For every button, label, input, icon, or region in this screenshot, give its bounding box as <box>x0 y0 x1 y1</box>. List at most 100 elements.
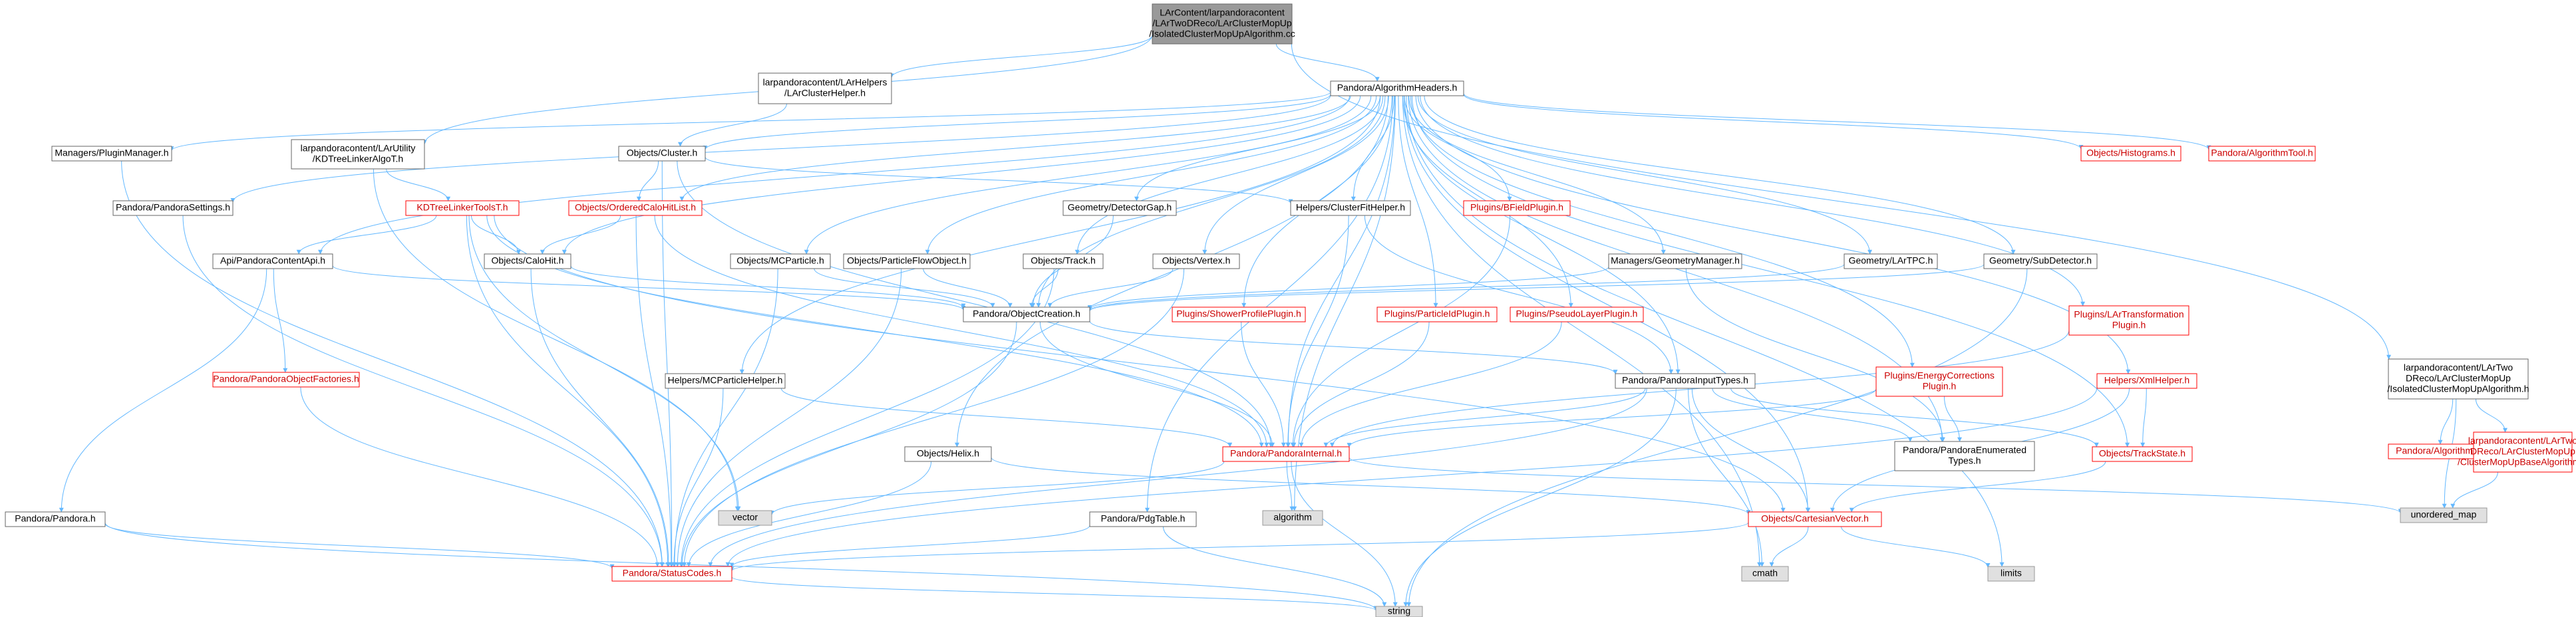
edge-status_codes-to-string <box>731 576 1378 611</box>
edge-algorithm_headers-to-mc_particle <box>804 95 1372 255</box>
node-pandora-input-types[interactable]: Pandora/PandoraInputTypes.h <box>1615 373 1756 389</box>
node-ordered-calo-hit-list[interactable]: Objects/OrderedCaloHitList.h <box>568 200 703 216</box>
node-box <box>568 200 703 216</box>
node-objects-vertex[interactable]: Objects/Vertex.h <box>1152 253 1240 269</box>
edge-pandora_input_types-to-string <box>1403 388 1677 607</box>
node-kdtree-linker-algo[interactable]: larpandoracontent/LArUtility/KDTreeLinke… <box>291 139 425 170</box>
node-algorithm-headers[interactable]: Pandora/AlgorithmHeaders.h <box>1330 80 1464 96</box>
node-pandora-content-api[interactable]: Api/PandoraContentApi.h <box>212 253 333 269</box>
node-root: LArContent/larpandoracontent/LArTwoDReco… <box>1149 3 1295 45</box>
edge-algorithm_headers-to-algorithm_tool <box>1463 93 2211 150</box>
node-box <box>1615 373 1756 389</box>
edge-algorithm_headers-to-xml_helper <box>1415 95 2131 374</box>
node-pandora-algorithm[interactable]: Pandora/Algorithm.h <box>2388 443 2489 459</box>
node-shower-profile-plugin[interactable]: Plugins/ShowerProfilePlugin.h <box>1172 307 1306 322</box>
edge-mc_particle_helper-to-status_codes <box>671 388 724 567</box>
edge-objects_track-to-pandora_object_creation <box>1029 268 1058 308</box>
node-lar-cluster-helper[interactable]: larpandoracontent/LArHelpers/LArClusterH… <box>758 72 892 104</box>
node-pseudo-layer-plugin[interactable]: Plugins/PseudoLayerPlugin.h <box>1510 307 1644 322</box>
edge-pandora_internal-to-unordered_map <box>1349 457 2403 514</box>
edge-cluster_fit_helper-to-pandora_internal <box>1285 215 1349 447</box>
node-status-codes[interactable]: Pandora/StatusCodes.h <box>611 566 732 582</box>
node-label: Helpers/MCParticleHelper.h <box>668 375 783 386</box>
edge-pseudo_layer_plugin-to-pandora_internal <box>1299 321 1562 447</box>
node-label: limits <box>2001 568 2022 578</box>
edge-ordered_calo_hit_list-to-pandora_internal <box>654 215 1269 447</box>
node-box <box>758 72 892 104</box>
node-label: Pandora/ObjectCreation.h <box>973 308 1080 319</box>
edge-kdtree_linker_tools-to-pandora_internal <box>486 215 1264 447</box>
node-label: Objects/ParticleFlowObject.h <box>847 255 967 266</box>
node-objects-track[interactable]: Objects/Track.h <box>1023 253 1104 269</box>
node-geometry-manager[interactable]: Managers/GeometryManager.h <box>1608 253 1742 269</box>
edge-algorithm_headers-to-particle_id_plugin <box>1398 95 1438 308</box>
node-box <box>2208 146 2316 162</box>
node-particle-flow-object[interactable]: Objects/ParticleFlowObject.h <box>843 253 971 269</box>
node-objects-histograms[interactable]: Objects/Histograms.h <box>2080 146 2181 162</box>
node-pandora-settings[interactable]: Pandora/PandoraSettings.h <box>112 200 234 216</box>
edge-algorithm_headers-to-sub_detector <box>1424 95 2016 255</box>
edge-sub_detector-to-string <box>1406 268 2028 607</box>
node-objects-helix[interactable]: Objects/Helix.h <box>904 446 992 462</box>
node-mc-particle-helper[interactable]: Helpers/MCParticleHelper.h <box>665 373 786 389</box>
node-label: cmath <box>1752 568 1778 578</box>
node-kdtree-linker-tools[interactable]: KDTreeLinkerToolsT.h <box>405 200 520 216</box>
edge-algorithm_headers-to-pdg_table <box>1144 95 1394 513</box>
edge-objects_calo_hit-to-status_codes <box>530 268 671 567</box>
node-box <box>1741 566 1789 582</box>
edge-particle_id_plugin-to-pandora_internal <box>1291 321 1430 447</box>
node-box <box>1152 3 1293 45</box>
node-box <box>1463 200 1571 216</box>
node-pandora-object-factories[interactable]: Pandora/PandoraObjectFactories.h <box>212 372 360 388</box>
node-pdg-table[interactable]: Pandora/PdgTable.h <box>1089 511 1197 527</box>
node-label: Objects/Vertex.h <box>1162 255 1231 266</box>
node-box <box>1983 253 2098 269</box>
edge-algorithm_headers-to-particle_flow_object <box>925 95 1377 255</box>
node-particle-id-plugin[interactable]: Plugins/ParticleIdPlugin.h <box>1376 307 1498 322</box>
node-box <box>405 200 520 216</box>
edge-mc_particle_helper-to-pandora_internal <box>780 388 1233 447</box>
edge-objects_vertex-to-pandora_object_creation <box>1047 268 1174 308</box>
node-label: Pandora/AlgorithmHeaders.h <box>1337 82 1458 93</box>
node-detector-gap[interactable]: Geometry/DetectorGap.h <box>1062 200 1177 216</box>
edge-pandora_object_factories-to-status_codes <box>300 386 660 567</box>
edge-pdg_table-to-string <box>1162 526 1387 607</box>
node-xml-helper[interactable]: Helpers/XmlHelper.h <box>2096 373 2197 389</box>
edge-kdtree_linker_algo-to-kdtree_linker_tools <box>386 168 451 201</box>
edge-algorithm_headers-to-energy_corrections_plugin <box>1410 95 1915 368</box>
node-label: Objects/CartesianVector.h <box>1761 513 1869 524</box>
node-label: /LArTwoDReco/LArClusterMopUp <box>1152 18 1292 29</box>
node-mc-particle[interactable]: Objects/MCParticle.h <box>730 253 831 269</box>
node-cluster-mopup-base[interactable]: larpandoracontent/LArTwoDReco/LArCluster… <box>2458 432 2576 473</box>
node-box <box>618 146 706 162</box>
node-objects-cluster[interactable]: Objects/Cluster.h <box>618 146 706 162</box>
node-cartesian-vector[interactable]: Objects/CartesianVector.h <box>1748 511 1882 527</box>
edge-geometry_manager-to-pandora_enumerated_types <box>1685 268 1945 442</box>
node-algorithm-tool[interactable]: Pandora/AlgorithmTool.h <box>2208 146 2316 162</box>
node-plugin-manager[interactable]: Managers/PluginManager.h <box>51 146 172 162</box>
node-lar-tpc[interactable]: Geometry/LArTPC.h <box>1844 253 1938 269</box>
node-box <box>112 200 234 216</box>
node-objects-track-state[interactable]: Objects/TrackState.h <box>2092 446 2193 462</box>
edge-pandora_content_api-to-pandora_object_creation <box>332 265 966 310</box>
edge-pandora_pandora-to-string <box>104 523 1378 611</box>
node-pandora-object-creation[interactable]: Pandora/ObjectCreation.h <box>963 307 1090 322</box>
node-box <box>212 372 360 388</box>
node-cluster-fit-helper[interactable]: Helpers/ClusterFitHelper.h <box>1290 200 1411 216</box>
node-bfield-plugin[interactable]: Plugins/BFieldPlugin.h <box>1463 200 1571 216</box>
node-objects-calo-hit[interactable]: Objects/CaloHit.h <box>484 253 571 269</box>
edge-root-to-algorithm_headers <box>1275 43 1380 82</box>
edge-sub_detector-to-pandora_object_creation <box>1087 264 1985 312</box>
node-pandora-internal[interactable]: Pandora/PandoraInternal.h <box>1222 446 1350 462</box>
node-box <box>730 253 831 269</box>
edge-objects_cluster-to-status_codes <box>661 160 675 567</box>
node-label: Objects/CaloHit.h <box>492 255 564 266</box>
node-label: DReco/LArClusterMopUp <box>2470 446 2575 457</box>
node-isolated-mopup-h[interactable]: larpandoracontent/LArTwoDReco/LArCluster… <box>2387 358 2529 400</box>
node-sub-detector[interactable]: Geometry/SubDetector.h <box>1983 253 2098 269</box>
node-pandora-pandora[interactable]: Pandora/Pandora.h <box>5 511 106 527</box>
node-label: Objects/Helix.h <box>917 448 979 459</box>
